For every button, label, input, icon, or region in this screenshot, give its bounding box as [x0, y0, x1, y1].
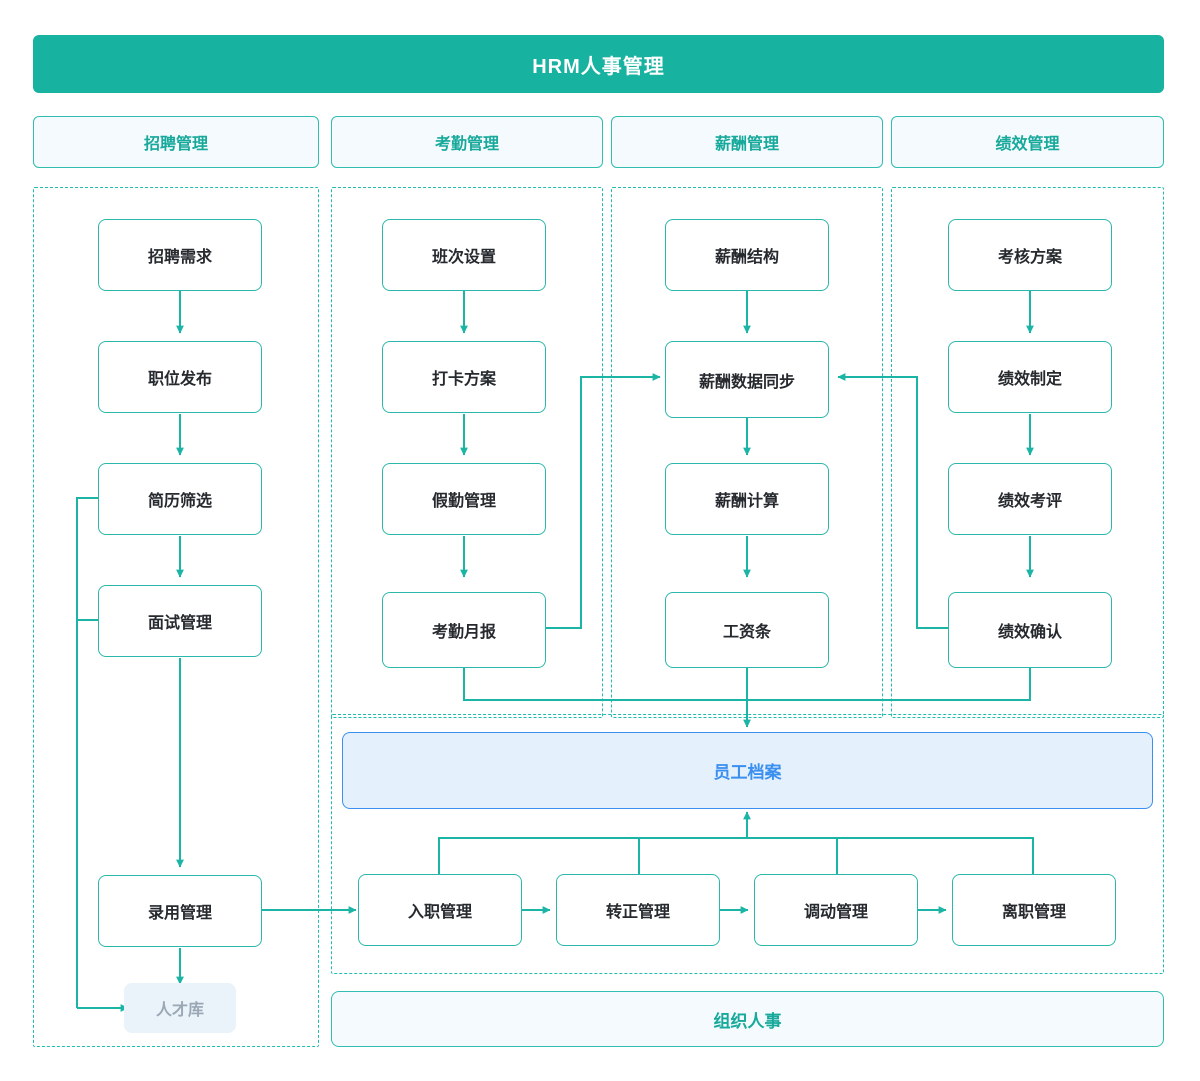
node-leave-mgmt[interactable]: 假勤管理	[382, 463, 546, 535]
node-appraisal-plan[interactable]: 考核方案	[948, 219, 1112, 291]
node-talent-pool[interactable]: 人才库	[124, 983, 236, 1033]
module-container-recruit	[33, 187, 319, 1047]
node-shift-setup[interactable]: 班次设置	[382, 219, 546, 291]
column-header-payroll[interactable]: 薪酬管理	[611, 116, 883, 168]
node-perf-confirm[interactable]: 绩效确认	[948, 592, 1112, 668]
node-perf-setup[interactable]: 绩效制定	[948, 341, 1112, 413]
node-job-posting[interactable]: 职位发布	[98, 341, 262, 413]
node-salary-data-sync[interactable]: 薪酬数据同步	[665, 341, 829, 418]
node-attendance-report[interactable]: 考勤月报	[382, 592, 546, 668]
node-interview-mgmt[interactable]: 面试管理	[98, 585, 262, 657]
node-payslip[interactable]: 工资条	[665, 592, 829, 668]
node-clockin-scheme[interactable]: 打卡方案	[382, 341, 546, 413]
node-perf-review[interactable]: 绩效考评	[948, 463, 1112, 535]
node-hire-mgmt[interactable]: 录用管理	[98, 875, 262, 947]
node-offboard[interactable]: 离职管理	[952, 874, 1116, 946]
node-recruit-demand[interactable]: 招聘需求	[98, 219, 262, 291]
column-header-recruit[interactable]: 招聘管理	[33, 116, 319, 168]
node-org-personnel[interactable]: 组织人事	[331, 991, 1164, 1047]
node-employee-archive[interactable]: 员工档案	[342, 732, 1153, 809]
node-regular[interactable]: 转正管理	[556, 874, 720, 946]
node-salary-structure[interactable]: 薪酬结构	[665, 219, 829, 291]
column-header-attendance[interactable]: 考勤管理	[331, 116, 603, 168]
node-onboarding[interactable]: 入职管理	[358, 874, 522, 946]
page-title: HRM人事管理	[33, 35, 1164, 93]
node-salary-calc[interactable]: 薪酬计算	[665, 463, 829, 535]
column-header-performance[interactable]: 绩效管理	[891, 116, 1164, 168]
node-resume-screen[interactable]: 简历筛选	[98, 463, 262, 535]
node-transfer[interactable]: 调动管理	[754, 874, 918, 946]
